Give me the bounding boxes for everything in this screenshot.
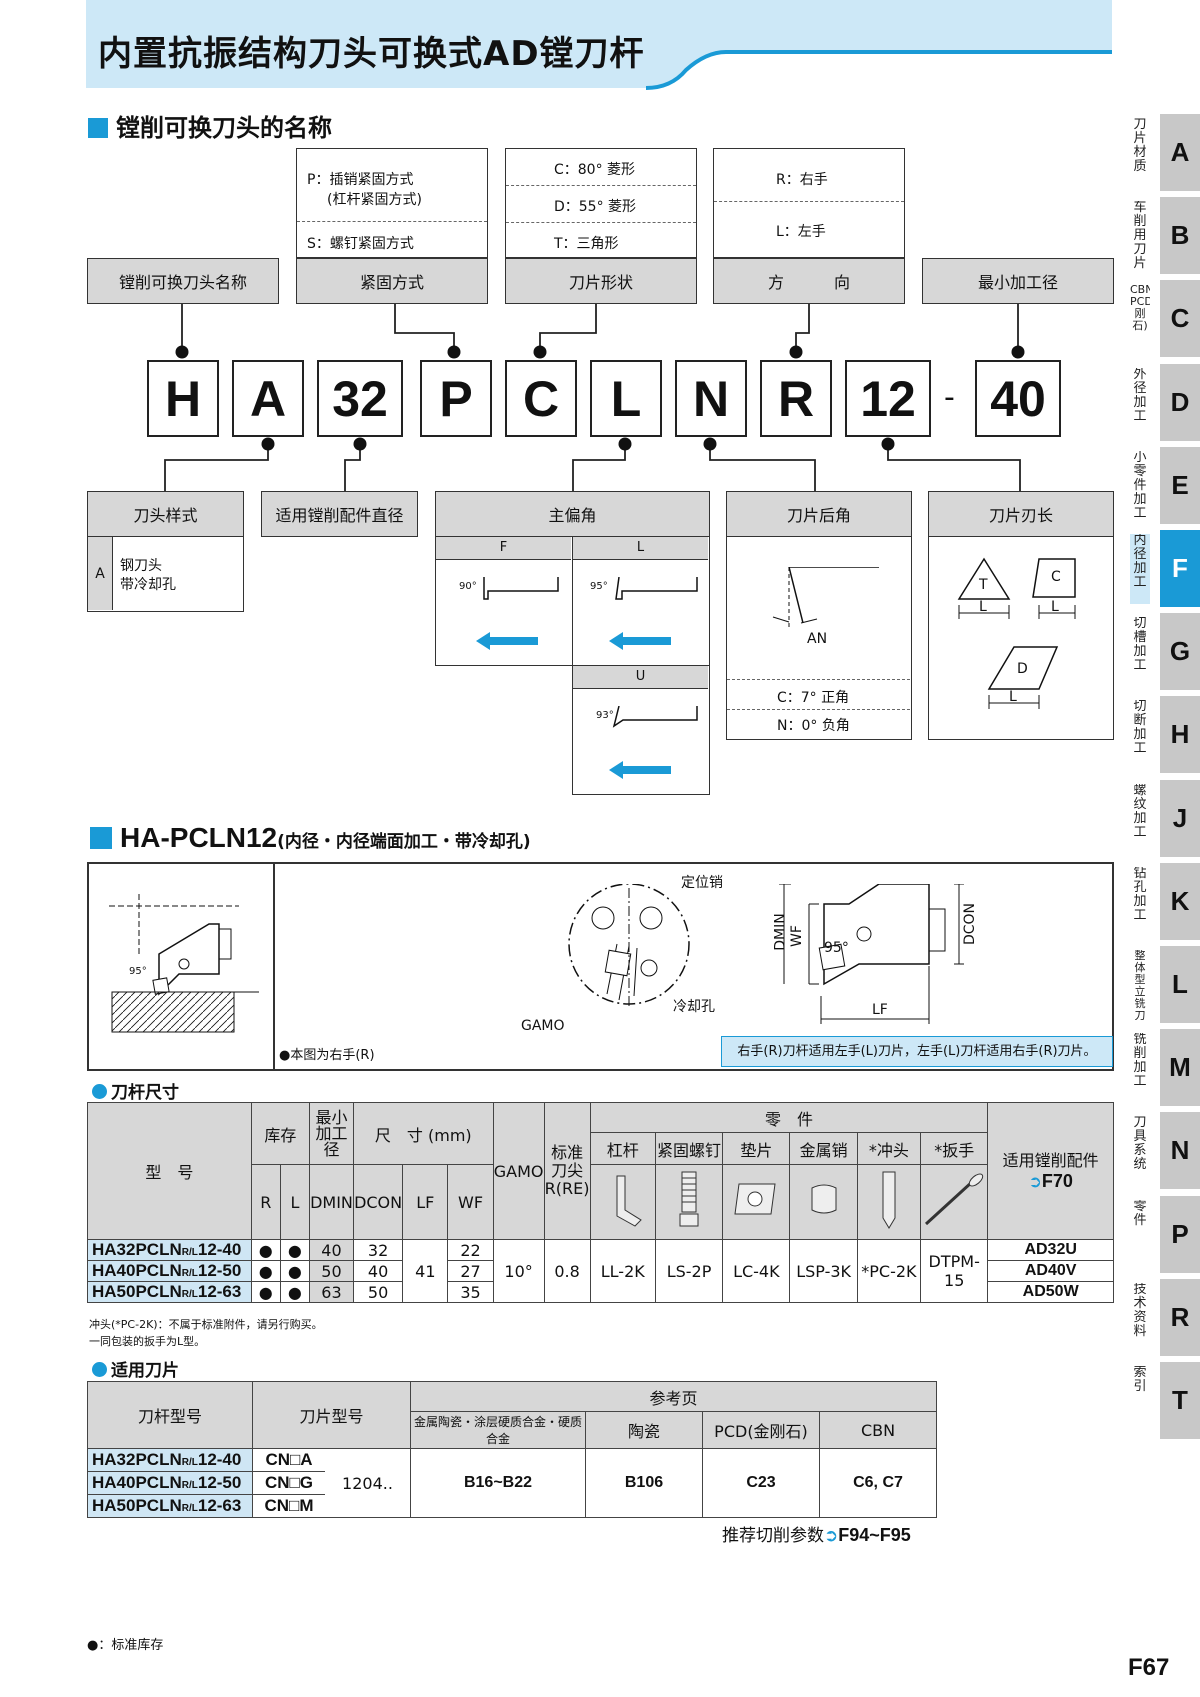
edge-length-box: T C D L L L bbox=[928, 536, 1114, 740]
cutting-ref[interactable]: 推荐切削参数➲F94~F95 bbox=[722, 1525, 911, 1546]
sizes-heading: 刀杆尺寸 bbox=[92, 1078, 179, 1103]
side-tab-k[interactable]: K bbox=[1160, 863, 1200, 940]
side-tab-label-b: 车削用刀片 bbox=[1133, 201, 1147, 271]
code-box-2: A bbox=[232, 360, 304, 437]
side-tab-label-f: 内径加工 bbox=[1130, 534, 1150, 604]
side-tab-c[interactable]: C bbox=[1160, 280, 1200, 357]
side-tab-h[interactable]: H bbox=[1160, 696, 1200, 773]
side-tab-label-r: 技术资料 bbox=[1133, 1283, 1147, 1339]
label-min-dia: 最小加工径 bbox=[922, 258, 1114, 304]
side-tab-label-d: 外径加工 bbox=[1133, 368, 1147, 424]
drawing-frame: 95° 定位销 冷却孔 GAMO DMIN WF DCON LF 95° ●本图… bbox=[87, 862, 1114, 1071]
top-connectors bbox=[175, 304, 1025, 359]
sizes-note-1: 冲头(*PC-2K)：不属于标准附件，请另行购买。 bbox=[89, 1318, 323, 1331]
side-tab-g[interactable]: G bbox=[1160, 613, 1200, 690]
side-tab-label-j: 螺纹加工 bbox=[1133, 784, 1147, 840]
label-head-style: 刀头样式 bbox=[87, 491, 244, 537]
inserts-heading: 适用刀片 bbox=[92, 1356, 179, 1381]
code-box-3: 32 bbox=[317, 360, 403, 437]
shape-options-box: C：80° 菱形 D：55° 菱形 T：三角形 bbox=[505, 148, 697, 258]
direction-options-box: R：右手 L：左手 bbox=[713, 148, 905, 258]
side-tab-f[interactable]: F bbox=[1160, 530, 1200, 607]
rake-box: AN C：7° 正角 N：0° 负角 bbox=[726, 536, 912, 740]
bottom-connectors bbox=[164, 437, 1021, 492]
side-tab-label-m: 铣削加工 bbox=[1133, 1033, 1147, 1089]
mini-schematic bbox=[109, 894, 259, 1033]
side-tab-p[interactable]: P bbox=[1160, 1196, 1200, 1273]
side-tab-label-e: 小零件加工 bbox=[1133, 451, 1147, 521]
side-tab-label-k: 钻孔加工 bbox=[1133, 867, 1147, 923]
code-box-7: N bbox=[675, 360, 747, 437]
code-box-4: P bbox=[420, 360, 492, 437]
inserts-table: 刀杆型号 刀片型号 参考页 金属陶瓷・涂层硬质合金・硬质合金 陶瓷 PCD(金刚… bbox=[87, 1381, 937, 1518]
label-main-angle: 主偏角 bbox=[435, 491, 710, 537]
page-number: F67 bbox=[1128, 1654, 1170, 1681]
side-tab-a[interactable]: A bbox=[1160, 114, 1200, 191]
angle-l-box: L 95° bbox=[572, 536, 710, 666]
side-tab-d[interactable]: D bbox=[1160, 364, 1200, 441]
side-tab-e[interactable]: E bbox=[1160, 447, 1200, 524]
code-box-9: 12 bbox=[845, 360, 931, 437]
side-tab-m[interactable]: M bbox=[1160, 1029, 1200, 1106]
clamp-options-box: P：插销紧固方式 (杠杆紧固方式) S：螺钉紧固方式 bbox=[296, 148, 488, 258]
side-tab-label-h: 切断加工 bbox=[1133, 700, 1147, 756]
side-tab-label-c: CBN PCD(金刚石) bbox=[1130, 284, 1150, 332]
label-clamp: 紧固方式 bbox=[296, 258, 488, 304]
label-name: 镗削可换刀头名称 bbox=[87, 258, 279, 304]
code-box-6: L bbox=[590, 360, 662, 437]
side-tab-t[interactable]: T bbox=[1160, 1362, 1200, 1439]
section-heading-name: 镗削可换刀头的名称 bbox=[88, 108, 332, 143]
sizes-note-2: 一同包装的扳手为L型。 bbox=[89, 1335, 206, 1348]
label-rake: 刀片后角 bbox=[726, 491, 912, 537]
angle-u-box: U 93° bbox=[572, 665, 710, 795]
label-edge-len: 刀片刃长 bbox=[928, 491, 1114, 537]
holder-drawing bbox=[568, 884, 964, 1024]
code-dash: - bbox=[944, 380, 955, 415]
side-tab-label-l: 整体型立铣刀 bbox=[1134, 950, 1146, 1020]
side-tab-l[interactable]: L bbox=[1160, 946, 1200, 1023]
sizes-table: 型 号 库存 最小加工径 尺 寸 (mm) GAMO 标准刀尖R(RE) 零 件… bbox=[87, 1102, 1114, 1303]
label-direction: 方向 bbox=[713, 258, 905, 304]
side-tab-label-a: 刀片材质 bbox=[1133, 118, 1147, 174]
label-dia: 适用镗削配件直径 bbox=[261, 491, 418, 537]
title-banner bbox=[86, 0, 1112, 90]
legend: ●：标准库存 bbox=[87, 1638, 164, 1653]
side-tab-r[interactable]: R bbox=[1160, 1279, 1200, 1356]
label-shape: 刀片形状 bbox=[505, 258, 697, 304]
side-tab-j[interactable]: J bbox=[1160, 780, 1200, 857]
code-box-5: C bbox=[505, 360, 577, 437]
head-style-box: A 钢刀头 带冷却孔 bbox=[87, 536, 244, 612]
page-title: 内置抗振结构刀头可换式AD镗刀杆 bbox=[98, 34, 645, 74]
code-box-8: R bbox=[760, 360, 832, 437]
side-tab-n[interactable]: N bbox=[1160, 1112, 1200, 1189]
side-tab-label-g: 切槽加工 bbox=[1133, 617, 1147, 673]
side-tab-label-t: 索引 bbox=[1133, 1366, 1147, 1394]
side-tab-label-p: 零件 bbox=[1133, 1200, 1147, 1228]
angle-f-box: F 90° bbox=[435, 536, 573, 666]
code-box-1: H bbox=[147, 360, 219, 437]
code-box-10: 40 bbox=[975, 360, 1061, 437]
section-heading-product: HA-PCLN12(内径・内径端面加工・带冷却孔) bbox=[90, 822, 531, 854]
side-tab-b[interactable]: B bbox=[1160, 197, 1200, 274]
side-tab-label-n: 刀具系统 bbox=[1133, 1116, 1147, 1172]
